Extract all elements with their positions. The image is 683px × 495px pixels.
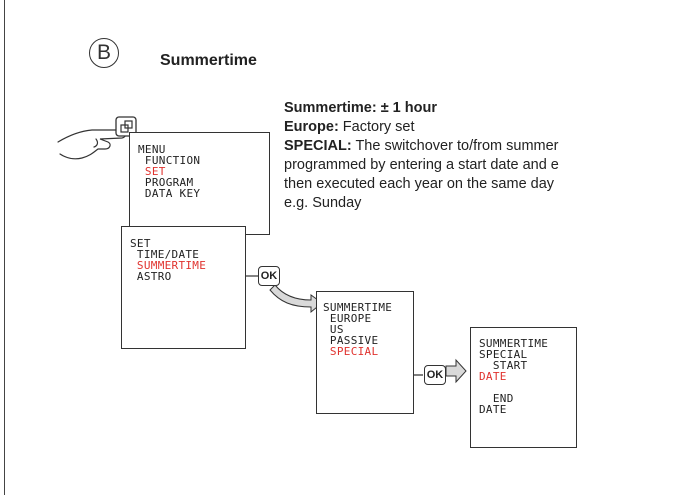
desc-line-5: then executed each year on the same day (284, 176, 555, 192)
sp-line-summertime: SUMMERTIME (479, 337, 549, 350)
desc-line-2: Europe: Factory set (284, 119, 415, 135)
menu-line-function: FUNCTION (138, 154, 201, 167)
desc-line-3: SPECIAL: The switchover to/from summer (284, 138, 559, 154)
menu-key-icon (115, 116, 137, 137)
ok-button-1[interactable]: OK (258, 266, 280, 286)
menu-line-program: PROGRAM (138, 176, 194, 189)
menu-line-set: SET (138, 165, 166, 178)
lcd-menu-screen: MENU FUNCTION SET PROGRAM DATA KEY (129, 132, 270, 235)
desc-line-6: e.g. Sunday (284, 195, 362, 211)
hand-pointer-icon (57, 129, 127, 160)
desc-line-4: programmed by entering a start date and … (284, 157, 559, 173)
page-margin-rule (4, 0, 5, 495)
st-line-europe: EUROPE (323, 312, 372, 325)
section-badge: B (89, 38, 119, 68)
sp-line-end-date: DATE (479, 403, 507, 416)
sp-line-special: SPECIAL (479, 348, 528, 361)
section-title: Summertime (160, 52, 257, 69)
menu-line-data-key: DATA KEY (138, 187, 201, 200)
st-line-passive: PASSIVE (323, 334, 379, 347)
desc-line-1: Summertime: ± 1 hour (284, 100, 437, 116)
lcd-special-screen: SUMMERTIME SPECIAL START DATE END DATE (470, 327, 577, 448)
set-line-set: SET (130, 237, 151, 250)
st-line-us: US (323, 323, 344, 336)
ok-button-2[interactable]: OK (424, 365, 446, 385)
sp-line-start-date: DATE (479, 370, 507, 383)
st-line-summertime: SUMMERTIME (323, 301, 393, 314)
menu-line-menu: MENU (138, 143, 166, 156)
set-line-astro: ASTRO (130, 270, 172, 283)
sp-line-end: END (479, 392, 514, 405)
set-line-time-date: TIME/DATE (130, 248, 200, 261)
st-line-special: SPECIAL (323, 345, 379, 358)
sp-line-start: START (479, 359, 528, 372)
lcd-summertime-screen: SUMMERTIME EUROPE US PASSIVE SPECIAL (316, 291, 414, 414)
lcd-set-screen: SET TIME/DATE SUMMERTIME ASTRO (121, 226, 246, 349)
set-line-summertime: SUMMERTIME (130, 259, 207, 272)
